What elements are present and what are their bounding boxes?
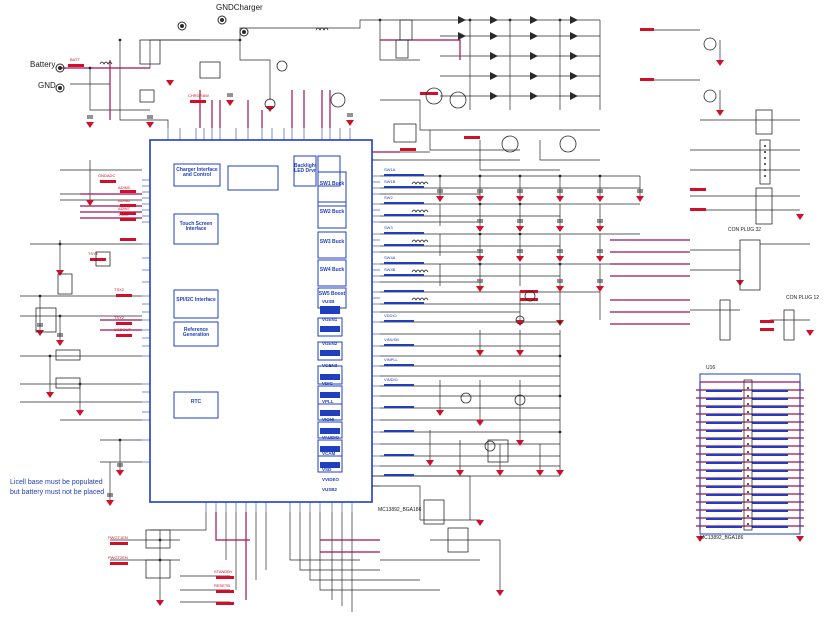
gnd-block-part: MC13892_BGA186 bbox=[700, 535, 744, 541]
gnd-charger-label: GNDCharger bbox=[216, 3, 263, 12]
note-line-1: Licell base must be populated bbox=[10, 479, 103, 486]
net-label-blue: SW3 bbox=[384, 225, 393, 230]
ldo-label: VUSB bbox=[322, 299, 335, 304]
block-charger: Charger Interface and Control bbox=[176, 167, 218, 178]
net-label-blue: SW1B bbox=[384, 179, 396, 184]
net-label-red: TSY2 bbox=[114, 315, 125, 320]
gnd-block bbox=[699, 373, 801, 535]
net-label-red: STANDBY bbox=[214, 569, 233, 574]
net-label-red: PWGT1EN bbox=[108, 535, 128, 540]
ldo-label: VPLL bbox=[322, 399, 334, 404]
function-blocks bbox=[173, 155, 347, 473]
block-buck4: SW4 Buck bbox=[319, 267, 345, 273]
ldo-label: VCAM bbox=[322, 451, 336, 456]
blue-net-text bbox=[384, 174, 788, 528]
ldo-label: VUSB2 bbox=[322, 487, 338, 492]
red-buses bbox=[60, 39, 804, 600]
net-label-red: ADIN5 bbox=[118, 185, 130, 190]
net-label-red: UCDOUT bbox=[114, 327, 132, 332]
gnd-block-label: U16 bbox=[706, 365, 716, 371]
ldo-label: VGEN1 bbox=[322, 317, 338, 322]
net-label-red: RESETB bbox=[214, 583, 231, 588]
capacitors bbox=[37, 93, 643, 497]
net-label-blue: VINPLL bbox=[384, 357, 398, 362]
ldo-label: VIOHI bbox=[322, 417, 335, 422]
block-backlight: Backlight LED Drvr bbox=[294, 163, 317, 174]
gnd-label: GND bbox=[38, 81, 56, 90]
block-rtc: RTC bbox=[190, 399, 202, 405]
ldo-label: VSD bbox=[322, 467, 332, 472]
transistors bbox=[264, 37, 717, 452]
net-label-red: TSX1 bbox=[118, 212, 129, 217]
block-spi: SPI/I2C Interface bbox=[176, 297, 216, 303]
net-label-red: TSX2 bbox=[114, 287, 125, 292]
block-touch: Touch Screen Interface bbox=[179, 221, 213, 232]
inductors bbox=[99, 27, 429, 301]
connector-12-label: CON PLUG 12 bbox=[786, 295, 820, 301]
net-label-red: BATT bbox=[70, 57, 80, 62]
net-label-red: GNDADC bbox=[98, 173, 116, 178]
net-label-blue: VINDIG bbox=[384, 377, 398, 382]
wires bbox=[20, 19, 810, 612]
net-label-blue: SW4B bbox=[384, 267, 396, 272]
jacks bbox=[55, 15, 249, 93]
ldo-label: VDIG bbox=[322, 381, 334, 386]
note-line-2: but battery must not be placed bbox=[10, 489, 105, 496]
ldo-label: VGEN3 bbox=[322, 363, 338, 368]
main-ic-part: MC13892_BGA186 bbox=[378, 507, 422, 513]
net-label-blue: VINUSB bbox=[384, 337, 399, 342]
net-label-red: TSY1 bbox=[88, 251, 99, 256]
block-buck2: SW2 Buck bbox=[319, 209, 345, 215]
block-buck3: SW3 Buck bbox=[319, 239, 345, 245]
connector-pins bbox=[747, 145, 766, 525]
net-label-red: ADIN7 bbox=[118, 206, 130, 211]
net-label-red: ADIN6 bbox=[118, 198, 130, 203]
ground-symbols bbox=[36, 60, 814, 606]
net-flags bbox=[68, 28, 774, 605]
block-boost: SW5 Boost bbox=[318, 291, 346, 297]
net-label-blue: SW1A bbox=[384, 167, 396, 172]
led-array bbox=[458, 16, 578, 100]
net-label-red: CHRGRAW bbox=[188, 93, 209, 98]
ldo-label: VAUDIO bbox=[322, 435, 340, 440]
block-buck1: SW1 Buck bbox=[319, 181, 345, 187]
battery-label: Battery bbox=[30, 60, 56, 69]
ldo-label: VVIDEO bbox=[322, 477, 340, 482]
net-label-blue: SW2 bbox=[384, 195, 393, 200]
ldo-label: VGEN2 bbox=[322, 341, 338, 346]
junctions bbox=[38, 18, 602, 562]
main-ic bbox=[142, 128, 380, 512]
net-label-blue: VDDIO bbox=[384, 313, 397, 318]
connector-32-label: CON PLUG 32 bbox=[728, 227, 762, 233]
net-label-red: PWGT2EN bbox=[108, 555, 128, 560]
net-label-blue: SW4A bbox=[384, 255, 396, 260]
connectors-graphics bbox=[35, 19, 795, 579]
block-fills bbox=[320, 306, 340, 468]
block-reference: Reference Generation bbox=[182, 327, 210, 338]
